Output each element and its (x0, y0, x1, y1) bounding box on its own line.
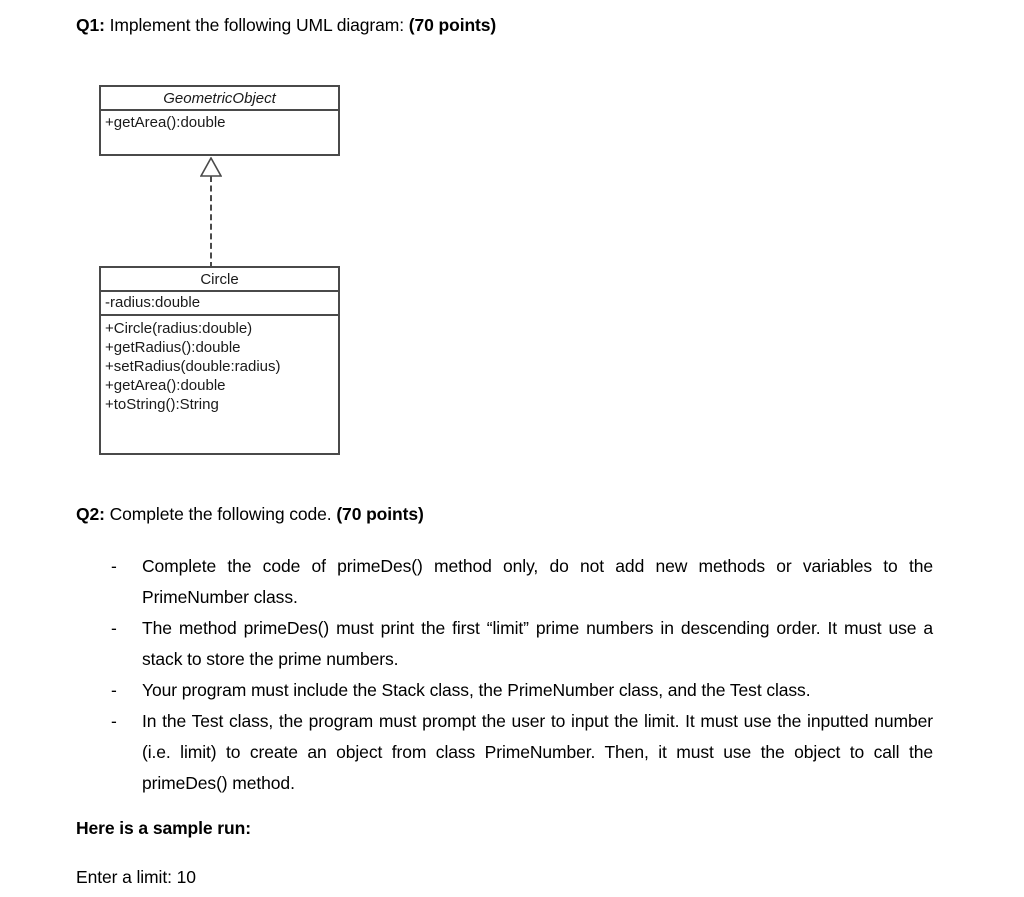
q2-text: Complete the following code. (104, 504, 337, 524)
uml-dashed-relationship-line (210, 176, 212, 268)
uml-method-getradius: +getRadius():double (105, 339, 241, 356)
uml-method-tostring: +toString():String (105, 396, 219, 413)
sample-run-output-line: Enter a limit: 10 (76, 867, 196, 887)
uml-attribute-radius: -radius:double (105, 294, 201, 311)
list-item: - Complete the code of primeDes() method… (76, 551, 933, 613)
bullet-dash-marker: - (111, 680, 117, 700)
hollow-triangle-arrowhead-icon (200, 157, 222, 177)
bullet-dash-marker: - (111, 618, 117, 638)
q2-points: (70 points) (336, 504, 424, 524)
uml-method-constructor-circle: +Circle(radius:double) (105, 320, 253, 337)
q1-points: (70 points) (408, 15, 497, 35)
q1-heading: Q1: Implement the following UML diagram:… (76, 14, 496, 36)
q2-heading: Q2: Complete the following code. (70 poi… (76, 503, 424, 525)
uml-class-geometricobject: GeometricObject +getArea():double (99, 85, 340, 156)
q2-label: Q2: (76, 504, 105, 524)
list-item: - Your program must include the Stack cl… (76, 675, 933, 706)
q1-label: Q1: (76, 15, 105, 35)
uml-inheritance-connector (200, 156, 240, 268)
uml-attributes-circle: -radius:double (101, 292, 338, 316)
uml-class-name-circle: Circle (101, 268, 338, 292)
requirement-text-4: In the Test class, the program must prom… (142, 711, 933, 793)
requirement-text-3: Your program must include the Stack clas… (142, 680, 811, 700)
uml-diagram: GeometricObject +getArea():double Circle… (99, 85, 341, 455)
uml-class-name-geometricobject: GeometricObject (101, 87, 338, 111)
uml-methods-circle: +Circle(radius:double) +getRadius():doub… (101, 316, 338, 416)
list-item: - The method primeDes() must print the f… (76, 613, 933, 675)
uml-members-geometricobject: +getArea():double (101, 111, 338, 154)
uml-method-setradius: +setRadius(double:radius) (105, 358, 281, 375)
requirement-text-1: Complete the code of primeDes() method o… (142, 556, 933, 607)
uml-class-circle: Circle -radius:double +Circle(radius:dou… (99, 266, 340, 455)
list-item: - In the Test class, the program must pr… (76, 706, 933, 799)
q1-text: Implement the following UML diagram: (104, 15, 409, 35)
sample-run-heading: Here is a sample run: (76, 818, 251, 838)
requirements-list: - Complete the code of primeDes() method… (76, 551, 933, 799)
bullet-dash-marker: - (111, 711, 117, 731)
uml-method-getarea-geometricobject: +getArea():double (105, 114, 226, 131)
bullet-dash-marker: - (111, 556, 117, 576)
uml-method-getarea-circle: +getArea():double (105, 377, 226, 394)
requirement-text-2: The method primeDes() must print the fir… (142, 618, 933, 669)
